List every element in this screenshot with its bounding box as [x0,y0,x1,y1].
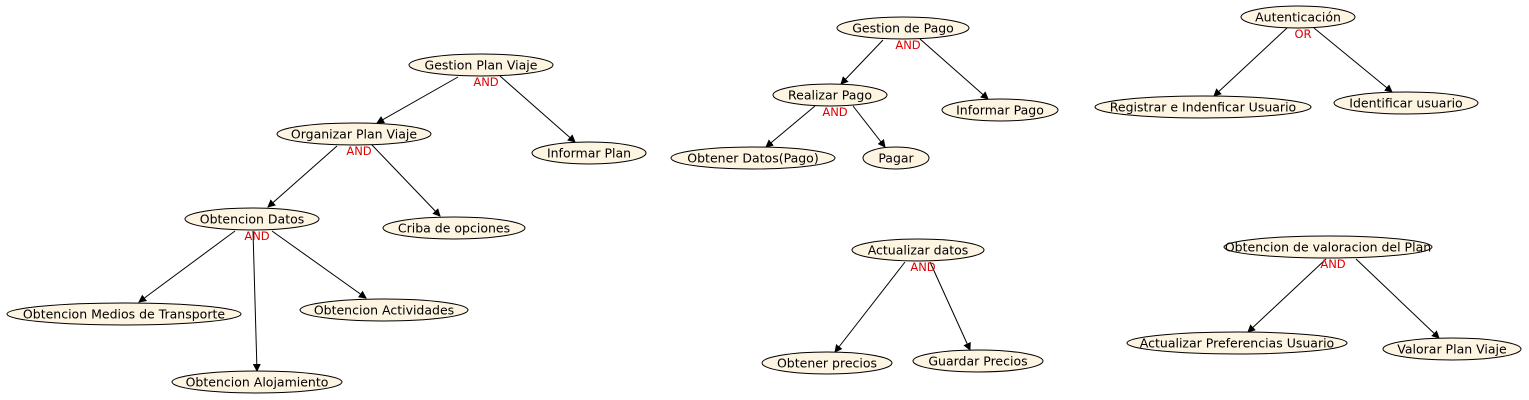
node-label: Informar Plan [547,146,631,161]
node-criba-de-opciones: Criba de opciones [382,216,526,240]
node-ellipse [1126,331,1348,355]
operator-label: AND [244,229,269,243]
node-informar-plan: Informar Plan [531,141,647,165]
operator-label: OR [1294,27,1311,41]
node-ellipse [912,349,1044,373]
node-obtener-datos-pago: Obtener Datos(Pago) [670,146,836,170]
node-pagar: Pagar [862,146,930,170]
node-ellipse [1333,91,1479,115]
node-ellipse [761,351,893,375]
edges-layer [138,27,1440,372]
node-valorar-plan-viaje: Valorar Plan Viaje [1382,337,1522,361]
node-label: Obtencion de valoracion del Plan [1225,240,1431,255]
node-label: Realizar Pago [788,88,872,103]
node-label: Gestion Plan Viaje [425,58,538,73]
edge-gestion-de-pago-to-informar-pago [919,38,989,100]
edge-obtencion-datos-to-obtencion-medios-de-transporte [138,230,236,303]
node-label: Actualizar Preferencias Usuario [1140,336,1334,351]
node-label: Pagar [878,151,914,166]
node-label: Registrar e Indenficar Usuario [1110,100,1296,115]
operator-label: AND [346,144,371,158]
operator-label: AND [895,38,920,52]
node-ellipse [171,370,343,394]
node-ellipse [1240,5,1356,29]
edge-realizar-pago-to-obtener-datos-pago [765,105,816,148]
edge-obtencion-de-valoracion-del-plan-to-actualizar-preferencias-usuario [1247,258,1327,333]
node-ellipse [6,302,242,326]
node-ellipse [862,146,930,170]
node-label: Obtencion Alojamiento [186,375,329,390]
edge-obtencion-datos-to-obtencion-alojamiento [252,230,261,372]
node-label: Gestion de Pago [852,21,954,36]
node-ellipse [941,98,1059,122]
node-obtencion-actividades: Obtencion Actividades [299,298,469,322]
node-registrar-e-indenficar-usuario: Registrar e Indenficar Usuario [1094,95,1312,119]
node-label: Organizar Plan Viaje [291,127,418,142]
edge-realizar-pago-to-pagar [852,105,886,148]
node-label: Valorar Plan Viaje [1397,342,1507,357]
node-guardar-precios: Guardar Precios [912,349,1044,373]
node-label: Identificar usuario [1349,96,1462,111]
edge-actualizar-datos-to-obtener-precios [834,261,906,353]
edge-obtencion-datos-to-obtencion-actividades [271,230,367,299]
node-label: Autenticación [1255,10,1341,25]
node-ellipse [184,207,320,231]
node-ellipse [1223,235,1433,259]
node-identificar-usuario: Identificar usuario [1333,91,1479,115]
node-ellipse [276,122,432,146]
operator-label: AND [1320,257,1345,271]
node-ellipse [772,83,888,107]
edge-obtencion-de-valoracion-del-plan-to-valorar-plan-viaje [1355,258,1440,339]
node-label: Obtencion Medios de Transporte [23,307,225,322]
node-label: Criba de opciones [398,221,510,236]
node-obtencion-alojamiento: Obtencion Alojamiento [171,370,343,394]
node-label: Guardar Precios [928,354,1027,369]
node-ellipse [382,216,526,240]
node-ellipse [1382,337,1522,361]
node-label: Obtencion Actividades [314,303,454,318]
edge-gestion-de-pago-to-realizar-pago [840,39,884,85]
node-ellipse [531,141,647,165]
node-obtener-precios: Obtener precios [761,351,893,375]
node-label: Actualizar datos [868,243,969,258]
edge-organizar-plan-viaje-to-obtencion-datos [267,145,338,208]
node-ellipse [299,298,469,322]
node-label: Obtencion Datos [200,212,305,227]
operator-label: AND [910,260,935,274]
edge-actualizar-datos-to-guardar-precios [929,261,971,351]
node-ellipse [408,53,554,77]
node-ellipse [1094,95,1312,119]
node-ellipse [836,16,970,40]
node-label: Informar Pago [956,103,1044,118]
node-ellipse [670,146,836,170]
node-label: Obtener precios [777,356,877,371]
node-label: Obtener Datos(Pago) [687,151,818,166]
edge-autenticacion-to-registrar-e-indenficar-usuario [1213,27,1288,97]
edge-organizar-plan-viaje-to-criba-de-opciones [371,144,441,217]
node-ellipse [851,238,985,262]
edge-gestion-plan-viaje-to-organizar-plan-viaje [376,76,459,124]
node-obtencion-medios-de-transporte: Obtencion Medios de Transporte [6,302,242,326]
edge-autenticacion-to-identificar-usuario [1313,27,1393,93]
node-actualizar-preferencias-usuario: Actualizar Preferencias Usuario [1126,331,1348,355]
node-informar-pago: Informar Pago [941,98,1059,122]
operator-label: AND [473,75,498,89]
operator-label: AND [822,105,847,119]
edge-gestion-plan-viaje-to-informar-plan [499,75,576,143]
